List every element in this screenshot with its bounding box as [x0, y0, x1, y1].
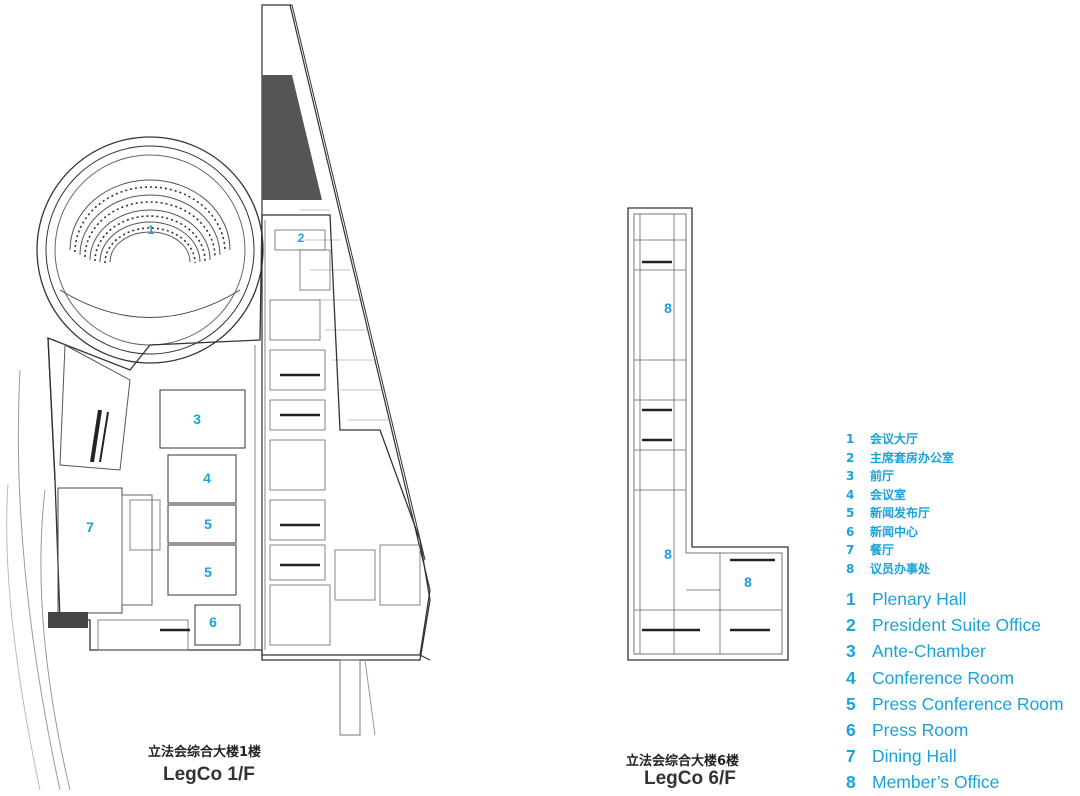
marker-ante-chamber: 3	[193, 411, 201, 427]
caption-6f-en: LegCo 6/F	[644, 768, 736, 789]
plan-1f	[6, 4, 431, 791]
curved-facade-lines	[17, 369, 61, 791]
6f-outline	[627, 207, 789, 661]
marker-conference-room: 4	[203, 470, 211, 486]
marker-press-conference-a: 5	[204, 516, 212, 532]
marker-members-office-lower: 8	[664, 546, 672, 562]
plan-6f	[627, 207, 789, 661]
press-conference-room-a	[167, 504, 237, 544]
marker-dining-hall: 7	[86, 519, 94, 535]
plenary-hall-drawing	[36, 136, 264, 364]
marker-members-office-upper: 8	[664, 300, 672, 316]
caption-1f-cn: 立法会综合大楼1楼	[148, 745, 262, 760]
marker-press-conference-b: 5	[204, 564, 212, 580]
press-conference-room-b	[167, 544, 237, 596]
main-building-outline	[47, 214, 431, 661]
marker-members-office-wing: 8	[744, 574, 752, 590]
caption-6f-cn: 立法会综合大楼6楼	[626, 754, 740, 769]
marker-plenary-hall: 1	[148, 223, 155, 237]
marker-president-suite: 2	[298, 231, 305, 245]
dining-hall-room	[57, 487, 123, 614]
caption-1f-en: LegCo 1/F	[163, 764, 255, 785]
hatched-ramp	[262, 75, 322, 200]
ante-chamber-room	[159, 389, 246, 449]
marker-press-room: 6	[209, 614, 217, 630]
conference-room	[167, 454, 237, 504]
press-room	[194, 604, 241, 646]
